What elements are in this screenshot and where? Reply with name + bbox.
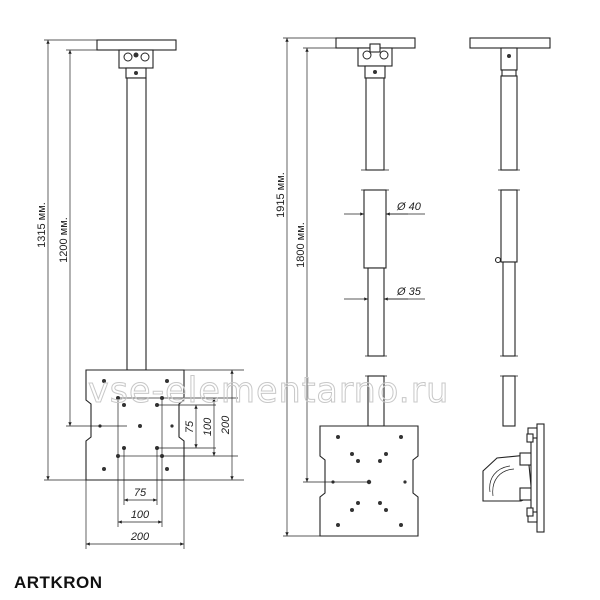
ceiling-joint	[357, 43, 393, 79]
vesa-h-75-label: 75	[184, 420, 196, 433]
upper-pipe	[500, 75, 518, 171]
vesa-plate	[85, 369, 185, 481]
vesa-h-200-label: 200	[220, 415, 232, 435]
left-height-total-label: 1315 мм.	[36, 202, 48, 248]
lower-pipe	[502, 375, 516, 427]
vesa-w-100-label: 100	[131, 509, 150, 521]
height-dimensions: 1315 мм. 1200 мм.	[36, 39, 127, 481]
pipe-outer-section	[500, 189, 518, 263]
vesa-w-200-label: 200	[130, 531, 150, 543]
middle-height-total-label: 1915 мм.	[275, 172, 287, 218]
middle-height-pipe-label: 1800 мм.	[295, 222, 307, 268]
middle-view: Ø 40 Ø 35 1915 мм. 1800 мм.	[275, 37, 425, 537]
vesa-height-dimensions: 75 100 200	[157, 369, 244, 481]
ceiling-plate	[469, 37, 551, 49]
vesa-h-100-label: 100	[202, 417, 214, 436]
left-view: 1315 мм. 1200 мм. 75 100 200	[36, 39, 244, 549]
side-view	[469, 37, 551, 533]
watermark: vse-elementarno.ru	[88, 371, 449, 411]
pipe-inner-section	[367, 267, 385, 357]
pipe-outer-section	[363, 189, 387, 269]
ceiling-joint	[500, 47, 518, 77]
tilt-mechanism	[482, 423, 545, 533]
diameter-dimensions: Ø 40 Ø 35	[344, 201, 425, 301]
height-dimensions: 1915 мм. 1800 мм.	[275, 37, 369, 537]
diameter-40-label: Ø 40	[396, 201, 422, 213]
brand-logo-text: ARTKRON	[14, 573, 103, 592]
diameter-35-label: Ø 35	[396, 286, 422, 298]
vesa-plate	[319, 425, 419, 537]
vesa-width-dimensions: 75 100 200	[85, 448, 185, 549]
lock-screw	[494, 256, 502, 264]
vesa-w-75-label: 75	[134, 487, 147, 499]
ceiling-joint	[118, 49, 154, 79]
ceiling-plate	[96, 39, 177, 51]
upper-pipe	[365, 77, 385, 171]
pipe	[126, 77, 147, 371]
pipe-inner-section	[502, 261, 516, 357]
left-height-pipe-label: 1200 мм.	[58, 217, 70, 263]
pipe-break-lines	[361, 169, 520, 377]
